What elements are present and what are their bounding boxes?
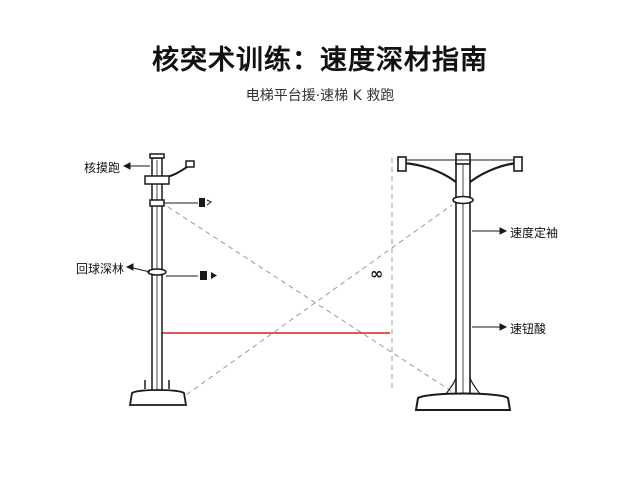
right-pole-arm-right	[469, 161, 519, 183]
left-pole-clamp-upper	[149, 199, 165, 207]
page-subtitle: 电梯平台援·速梯 K 救跑	[245, 88, 395, 104]
right-pole-clamp	[452, 195, 474, 205]
left-pole	[128, 153, 195, 406]
right-callouts	[472, 227, 508, 331]
left-target-icon	[200, 271, 217, 280]
left-pole-clamp-mid	[147, 268, 167, 276]
right-pole-top-cap	[455, 153, 471, 165]
left-label-mid: 回球深林	[76, 262, 125, 276]
left-label-top: 核摸跑	[84, 161, 121, 175]
right-pole	[397, 153, 523, 411]
page-title: 核突术训练：速度深材指南	[152, 45, 488, 76]
left-pole-base	[128, 389, 188, 406]
right-pole-arm-left	[401, 161, 457, 183]
sightline-lower	[171, 204, 453, 406]
left-pole-top-cap	[149, 153, 165, 159]
sightlines	[167, 158, 463, 406]
right-label-upper: 速度定袖	[510, 226, 559, 240]
left-camera-icon	[199, 198, 212, 207]
left-callouts	[122, 162, 198, 277]
right-pole-base	[414, 392, 512, 411]
infinity-icon: ∞	[370, 264, 383, 283]
right-label-lower: 速钮酸	[510, 322, 547, 336]
